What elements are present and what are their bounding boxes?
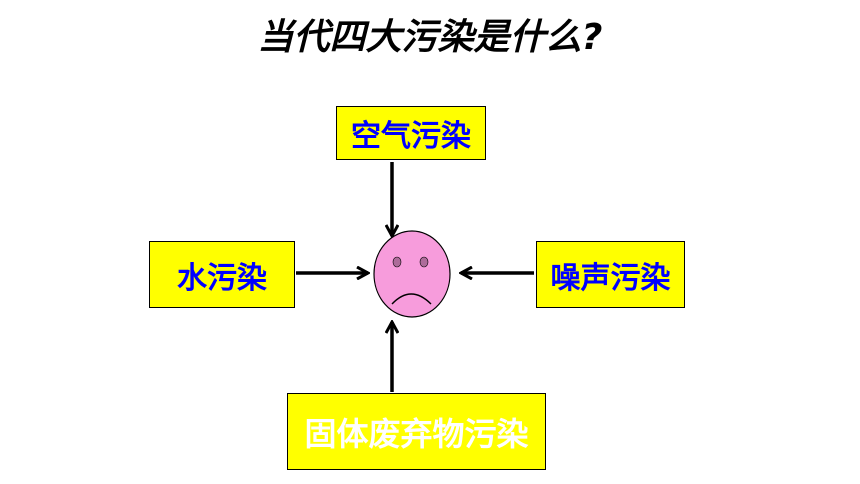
node-water-pollution: 水污染	[149, 241, 295, 308]
node-noise-label: 噪声污染	[550, 260, 671, 296]
node-air-label: 空气污染	[351, 119, 471, 154]
node-noise-pollution: 噪声污染	[536, 241, 685, 308]
node-water-label: 水污染	[177, 260, 267, 296]
node-solid-waste-pollution: 固体废弃物污染	[287, 393, 546, 470]
node-air-pollution: 空气污染	[336, 106, 486, 160]
page-title: 当代四大污染是什么?	[257, 17, 603, 58]
node-solid-label: 固体废弃物污染	[304, 414, 529, 453]
sad-face-icon	[373, 230, 451, 318]
right-eye	[419, 256, 429, 268]
frown-mouth	[391, 293, 432, 305]
left-eye	[392, 256, 402, 268]
